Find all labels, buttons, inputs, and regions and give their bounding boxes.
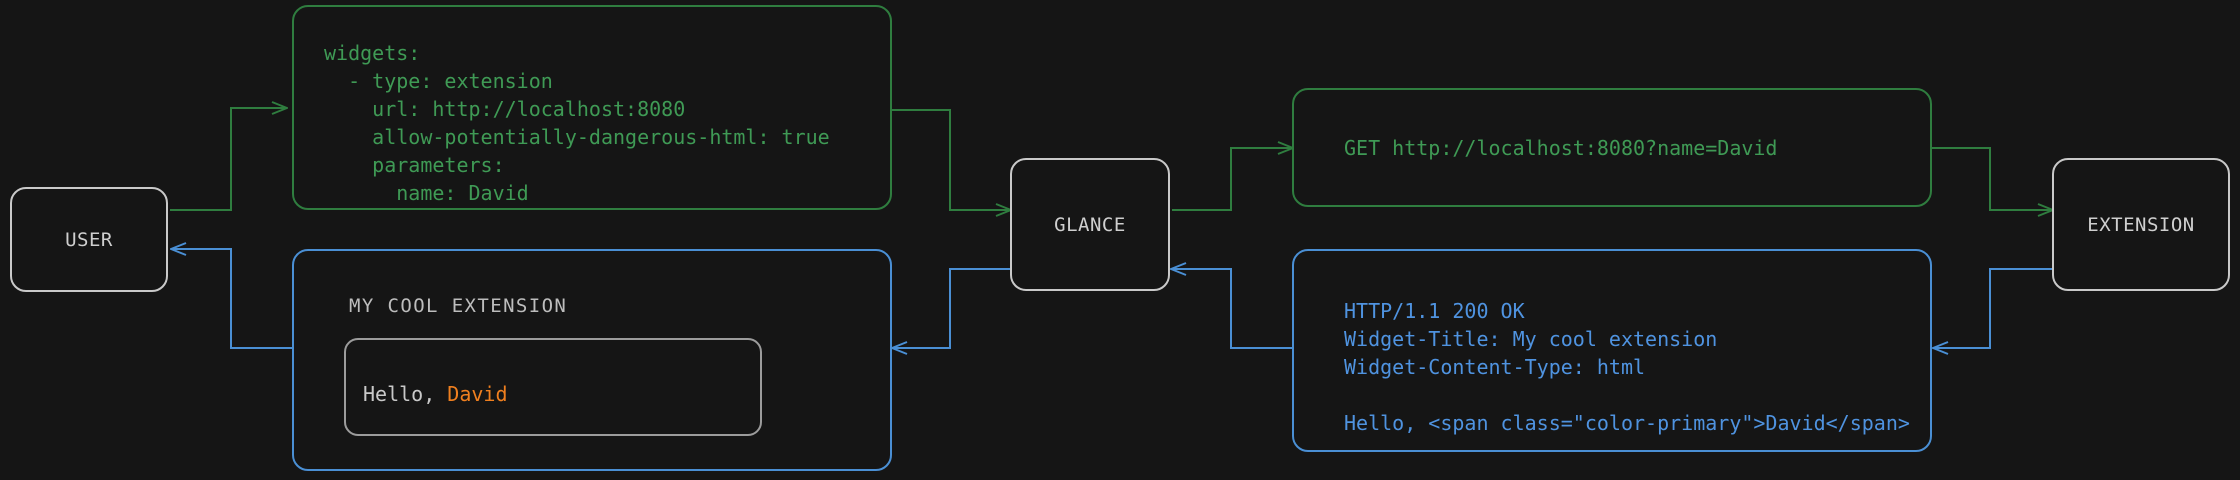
- edge-extension-to-response: [1934, 268, 2052, 348]
- node-glance-label: GLANCE: [1054, 213, 1126, 236]
- edge-widget-to-user: [172, 249, 292, 349]
- node-extension[interactable]: EXTENSION: [2052, 158, 2230, 291]
- edge-config-to-glance: [891, 109, 1010, 210]
- greeting-accent-name: David: [447, 382, 508, 406]
- node-extension-label: EXTENSION: [2087, 213, 2195, 236]
- edge-glance-to-request: [1172, 148, 1292, 211]
- panel-http-request[interactable]: GET http://localhost:8080?name=David: [1292, 88, 1932, 207]
- http-response-code: HTTP/1.1 200 OK Widget-Title: My cool ex…: [1344, 299, 1910, 435]
- edge-glance-to-widget: [893, 268, 1010, 348]
- panel-rendered-widget[interactable]: MY COOL EXTENSION Hello, David: [292, 249, 892, 471]
- node-user-label: USER: [65, 228, 113, 251]
- panel-http-response[interactable]: HTTP/1.1 200 OK Widget-Title: My cool ex…: [1292, 249, 1932, 452]
- rendered-widget-title: MY COOL EXTENSION: [349, 295, 568, 317]
- node-user[interactable]: USER: [10, 187, 168, 292]
- edge-response-to-glance: [1172, 269, 1292, 349]
- http-request-code: GET http://localhost:8080?name=David: [1344, 136, 1778, 160]
- node-glance[interactable]: GLANCE: [1010, 158, 1170, 291]
- panel-config-yaml[interactable]: widgets: - type: extension url: http://l…: [292, 5, 892, 210]
- config-yaml-code: widgets: - type: extension url: http://l…: [324, 41, 830, 205]
- edge-request-to-extension: [1932, 147, 2052, 210]
- rendered-widget-body: Hello, David: [344, 338, 762, 436]
- rendered-widget-greeting: Hello, David: [363, 382, 508, 406]
- edge-user-to-config: [170, 108, 286, 211]
- greeting-prefix: Hello,: [363, 382, 448, 406]
